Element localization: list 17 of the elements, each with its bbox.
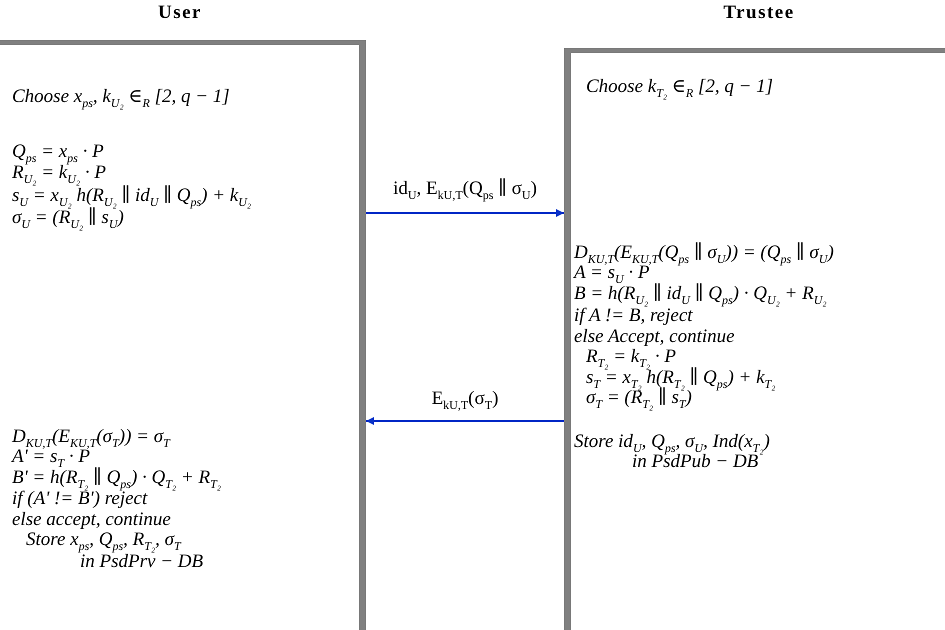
message-arrow xyxy=(366,417,564,425)
formula-text: R$_{T₂}$ = k$_{T₂}$ · P xyxy=(586,346,676,370)
formula-text: else accept, continue xyxy=(12,509,171,530)
message-arrow xyxy=(366,209,564,217)
formula-text: Choose k$_{T₂}$ ∈$_{R}$ [2, q − 1] xyxy=(586,76,774,102)
formula-text: in PsdPrv − DB xyxy=(80,551,204,572)
formula-text: B = h(R$_{U₂}$ ∥ id$_{U}$ ∥ Q$_{ps}$) · Q$_{U₂}$ + R$_{U₂}$ xyxy=(574,283,827,308)
column-heading: Trustee xyxy=(723,2,795,24)
formula-text: σ$_{U}$ = (R$_{U₂}$ ∥ s$_{U}$) xyxy=(12,207,124,233)
formula-text: Choose x$_{ps}$, k$_{U₂}$ ∈$_{R}$ [2, q − 1] xyxy=(12,86,230,112)
column-heading: User xyxy=(158,2,202,24)
formula-text: Store x$_{ps}$, Q$_{ps}$, R$_{T₂}$, σ$_{T}$ xyxy=(26,529,181,554)
formula-text: B' = h(R$_{T₂}$ ∥ Q$_{ps}$) · Q$_{T₂}$ + R$_{T₂}$ xyxy=(12,467,221,491)
formula-text: if A != B, reject xyxy=(574,305,693,326)
formula-text: Store id$_{U}$, Q$_{ps}$, σ$_{U}$, Ind(x$_{T₂}$) xyxy=(574,431,770,455)
formula-text: else Accept, continue xyxy=(574,326,735,347)
formula-text: Q$_{ps}$ = x$_{ps}$ · P xyxy=(12,141,104,165)
